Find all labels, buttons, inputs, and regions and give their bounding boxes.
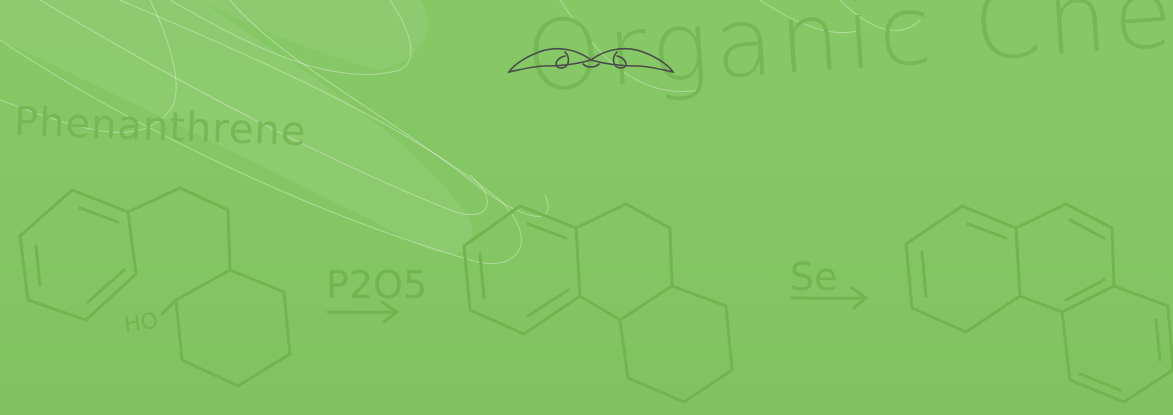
ornament-icon — [507, 47, 675, 74]
reaction-arrow-1 — [326, 300, 400, 324]
reagent-label-2: Se — [790, 255, 838, 299]
reactant-molecule — [18, 186, 292, 388]
reagent-label-1: P2O5 — [326, 263, 427, 307]
product-molecule — [904, 202, 1173, 404]
reaction-arrow-2 — [790, 286, 869, 310]
intermediate-molecule — [462, 202, 734, 404]
hydroxyl-label: HO — [123, 309, 160, 338]
